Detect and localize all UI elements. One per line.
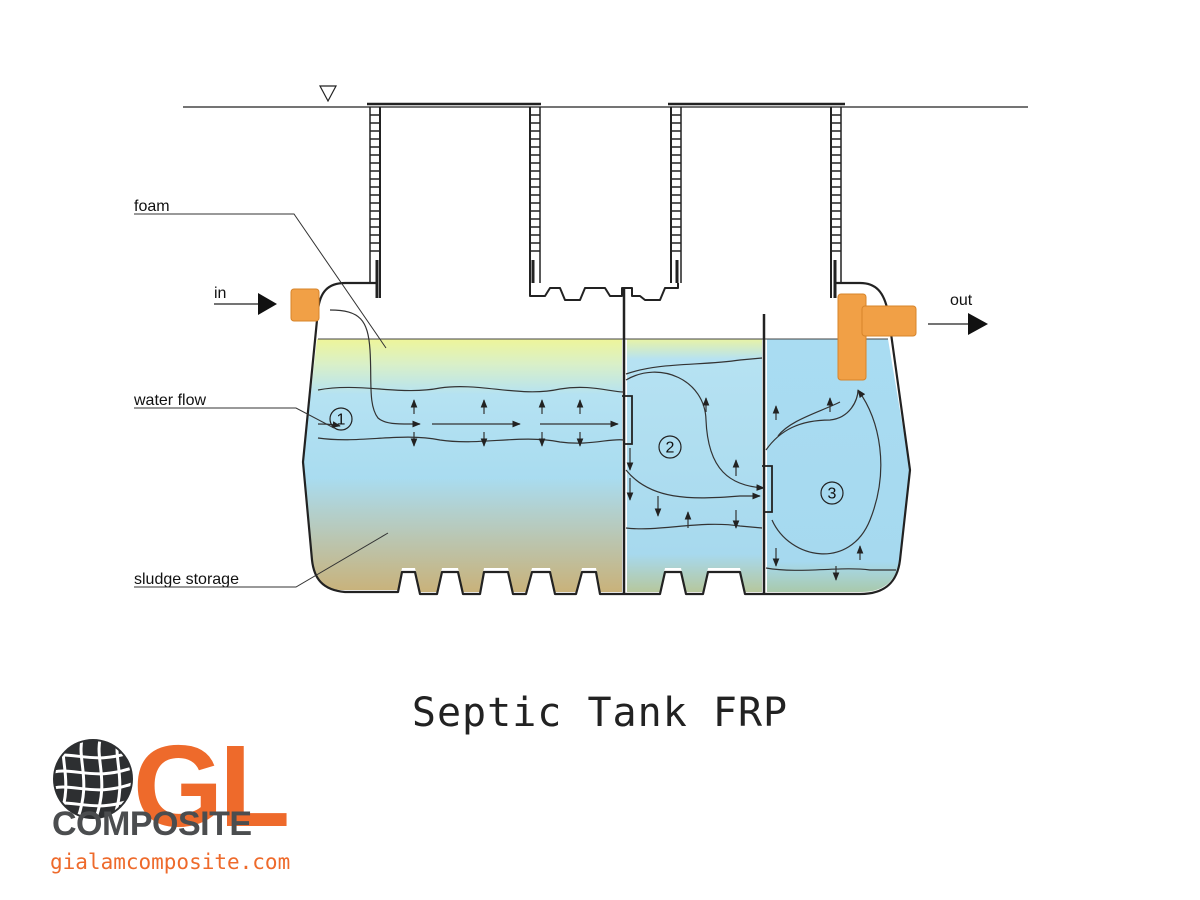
chamber-3-number: 3 <box>828 486 837 503</box>
diagram-title: Septic Tank FRP <box>411 690 789 736</box>
brand-mark: GL <box>133 721 290 851</box>
label-sludge-storage: sludge storage <box>134 571 239 588</box>
label-in: in <box>214 285 226 302</box>
chamber-3-circle <box>820 481 844 505</box>
chamber-1-number: 1 <box>337 412 346 429</box>
chamber-1-circle <box>329 407 353 431</box>
label-foam: foam <box>134 198 170 215</box>
outlet-arrow-icon <box>968 313 988 335</box>
chamber-2-number: 2 <box>666 440 675 457</box>
chamber-2-circle <box>658 435 682 459</box>
flow-lines-chamber-2 <box>625 357 765 530</box>
inlet-pipe <box>290 288 320 322</box>
inlet-arrow-icon <box>258 293 277 315</box>
chamber-2-fill <box>627 339 762 592</box>
riser-left <box>367 102 541 298</box>
flow-lines-chamber-3 <box>765 389 896 581</box>
baffle-2 <box>762 465 773 513</box>
brand-website: gialamcomposite.com <box>50 850 291 874</box>
tank-top-mid <box>529 283 679 301</box>
baffle-1 <box>622 395 633 445</box>
flow-lines-chamber-1 <box>317 309 625 447</box>
tank-outline <box>301 281 912 596</box>
brand-name: COMPOSITE <box>52 805 252 843</box>
leader-water-flow <box>134 407 335 429</box>
leader-foam <box>134 213 387 349</box>
label-water-flow: water flow <box>133 392 206 409</box>
ground-level-marker-icon <box>319 85 337 103</box>
riser-right <box>668 102 845 298</box>
logo-weave-icon <box>53 739 133 819</box>
chamber-1-fill <box>303 339 622 592</box>
leader-sludge-storage <box>134 532 389 588</box>
chamber-3-fill <box>767 339 910 592</box>
label-out: out <box>950 292 973 309</box>
outlet-pipe <box>837 293 917 381</box>
